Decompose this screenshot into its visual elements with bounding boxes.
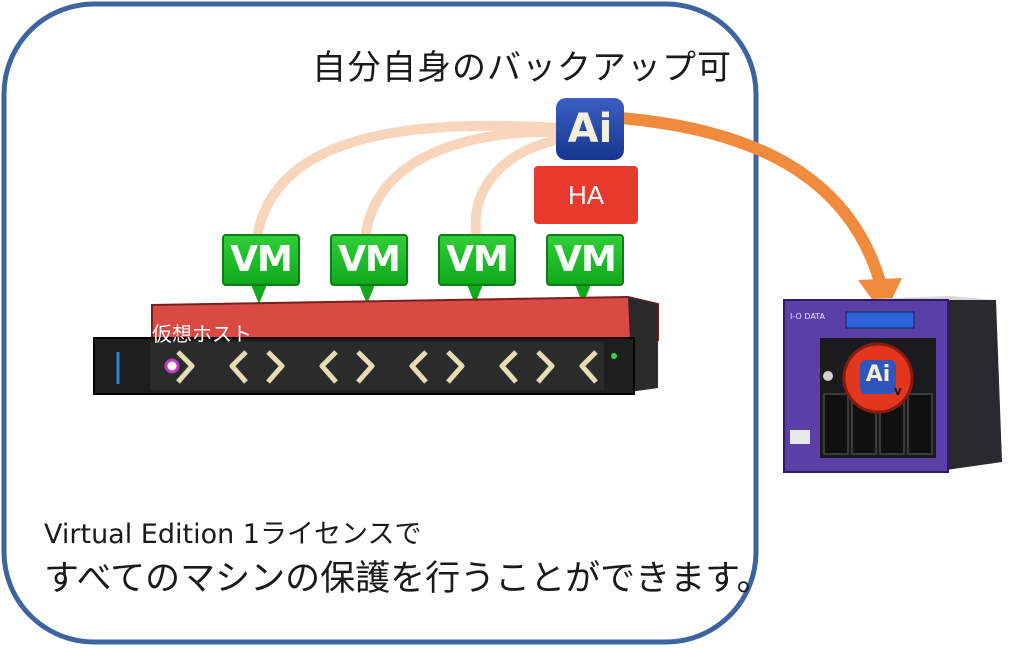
nas-brand-label: I-O DATA bbox=[790, 312, 825, 321]
drive-bracket-4 bbox=[319, 350, 338, 384]
status-led bbox=[611, 353, 617, 359]
host-side bbox=[628, 297, 658, 392]
backup-arc-1 bbox=[253, 120, 565, 237]
drive-brackets bbox=[176, 350, 598, 384]
vm-tail-4 bbox=[574, 282, 592, 304]
title-label: 自分自身のバックアップ可 bbox=[312, 48, 732, 88]
nas-display bbox=[845, 311, 915, 329]
vm-box-3: VM bbox=[438, 234, 516, 286]
drive-bracket-9 bbox=[536, 350, 555, 384]
drive-bracket-3 bbox=[266, 350, 285, 384]
drive-bracket-5 bbox=[356, 350, 375, 384]
drive-bracket-2 bbox=[229, 350, 248, 384]
vm-box-2: VM bbox=[330, 234, 408, 286]
nas-badge-tile bbox=[860, 360, 896, 394]
arrow-head bbox=[858, 278, 902, 316]
nas-usb-port bbox=[790, 430, 810, 444]
frame-border bbox=[1, 1, 759, 645]
nas-drive-tray-1 bbox=[823, 393, 849, 455]
ha-box: HA bbox=[534, 166, 638, 224]
nas-badge-text: Ai bbox=[865, 362, 891, 387]
nas-side bbox=[944, 300, 1002, 470]
backup-arc-3 bbox=[470, 133, 571, 237]
vm-tail-1 bbox=[250, 282, 268, 304]
vm-tail-3 bbox=[466, 282, 484, 304]
app-icon: Ai bbox=[556, 98, 624, 160]
drive-bracket-1 bbox=[176, 350, 195, 384]
vm-box-1: VM bbox=[222, 234, 300, 286]
drive-bracket-8 bbox=[499, 350, 518, 384]
drive-bracket-10 bbox=[579, 350, 598, 384]
caption-line-1: Virtual Edition 1ライセンスで bbox=[44, 519, 422, 550]
server-front-bezel bbox=[150, 342, 604, 390]
drive-bracket-6 bbox=[409, 350, 428, 384]
app-icon-text: Ai bbox=[567, 106, 613, 152]
vm-box-4: VM bbox=[546, 234, 624, 286]
nas-drive-tray-4 bbox=[907, 393, 933, 455]
nas-power-button bbox=[823, 371, 833, 381]
arrow-to-nas bbox=[614, 112, 886, 288]
backup-arcs bbox=[253, 120, 571, 237]
backup-arc-2 bbox=[361, 126, 567, 237]
vm-tails bbox=[250, 282, 592, 304]
nas-badge-subtext: v bbox=[894, 384, 902, 398]
caption-line-2: すべてのマシンの保護を行うことができます。 bbox=[44, 559, 772, 599]
host-label: 仮想ホスト bbox=[152, 322, 252, 346]
vm-tail-2 bbox=[358, 282, 376, 304]
nas-device bbox=[783, 296, 1002, 473]
power-button bbox=[164, 358, 180, 374]
drive-bracket-7 bbox=[446, 350, 465, 384]
